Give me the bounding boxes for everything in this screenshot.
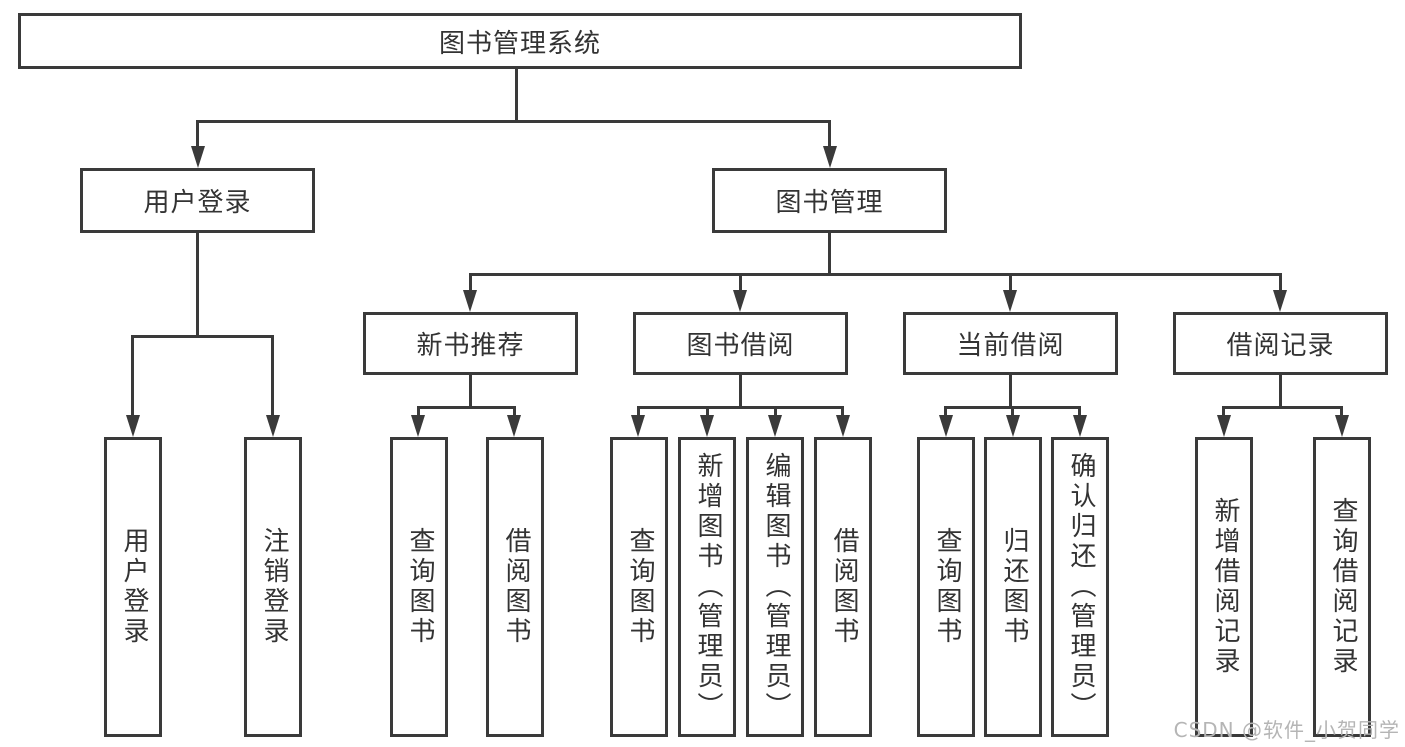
- connector-line: [1009, 273, 1012, 293]
- leaf-current-confirm-return-admin: 确认归还（管理员）: [1051, 437, 1109, 737]
- arrowhead-down: [1003, 290, 1017, 312]
- connector-line: [637, 406, 640, 418]
- leaf-records-add-record: 新增借阅记录: [1195, 437, 1253, 737]
- connector-line: [828, 120, 831, 150]
- connector-line: [1340, 406, 1343, 418]
- node-label: 图书借阅: [686, 331, 795, 361]
- connector-line: [637, 406, 844, 409]
- connector-line: [774, 406, 777, 418]
- node-label: 当前借阅: [956, 331, 1065, 361]
- node-label: 图书管理: [775, 188, 884, 218]
- node-book-management: 图书管理: [712, 168, 947, 233]
- leaf-label: 借阅图书: [500, 527, 531, 647]
- arrowhead-down: [266, 415, 280, 437]
- arrowhead-down: [411, 415, 425, 437]
- arrowhead-down: [1006, 415, 1020, 437]
- arrowhead-down: [1335, 415, 1349, 437]
- connector-line: [513, 406, 516, 418]
- connector-line: [196, 233, 199, 335]
- node-book-borrow: 图书借阅: [633, 312, 848, 375]
- arrowhead-down: [463, 290, 477, 312]
- connector-line: [1078, 406, 1081, 418]
- leaf-recommend-borrow-book: 借阅图书: [486, 437, 544, 737]
- connector-line: [828, 233, 831, 273]
- leaf-label: 编辑图书（管理员）: [760, 452, 791, 722]
- leaf-borrow-add-book-admin: 新增图书（管理员）: [678, 437, 736, 737]
- connector-line: [1279, 273, 1282, 293]
- connector-line: [1222, 406, 1343, 409]
- arrowhead-down: [191, 146, 205, 168]
- connector-line: [1279, 375, 1282, 406]
- leaf-label: 确认归还（管理员）: [1065, 452, 1096, 722]
- connector-line: [739, 273, 742, 293]
- leaf-borrow-query-book: 查询图书: [610, 437, 668, 737]
- leaf-borrow-edit-book-admin: 编辑图书（管理员）: [746, 437, 804, 737]
- node-user-login: 用户登录: [80, 168, 315, 233]
- node-borrow-records: 借阅记录: [1173, 312, 1388, 375]
- node-label: 新书推荐: [416, 331, 525, 361]
- connector-line: [131, 335, 134, 417]
- arrowhead-down: [1273, 290, 1287, 312]
- leaf-logout-login: 注销登录: [244, 437, 302, 737]
- leaf-label: 查询借阅记录: [1327, 497, 1358, 677]
- connector-line: [944, 406, 947, 418]
- connector-line: [417, 406, 516, 409]
- node-label: 用户登录: [143, 188, 252, 218]
- leaf-recommend-query-book: 查询图书: [390, 437, 448, 737]
- leaf-label: 查询图书: [931, 527, 962, 647]
- connector-line: [469, 375, 472, 406]
- connector-line: [271, 335, 274, 417]
- arrowhead-down: [823, 146, 837, 168]
- leaf-label: 用户登录: [118, 527, 149, 647]
- node-label: 图书管理系统: [438, 28, 601, 59]
- connector-line: [196, 120, 199, 150]
- connector-line: [1011, 406, 1014, 418]
- connector-line: [1009, 375, 1012, 406]
- arrowhead-down: [631, 415, 645, 437]
- arrowhead-down: [1217, 415, 1231, 437]
- leaf-label: 注销登录: [258, 527, 289, 647]
- node-label: 借阅记录: [1226, 331, 1335, 361]
- connector-line: [196, 120, 831, 123]
- csdn-watermark: CSDN @软件_小贺同学: [1173, 718, 1400, 742]
- arrowhead-down: [700, 415, 714, 437]
- connector-line: [131, 335, 274, 338]
- arrowhead-down: [507, 415, 521, 437]
- connector-line: [469, 273, 1282, 276]
- node-library-management-system: 图书管理系统: [18, 13, 1022, 69]
- leaf-label: 新增图书（管理员）: [692, 452, 723, 722]
- connector-line: [469, 273, 472, 293]
- leaf-borrow-borrow-book: 借阅图书: [814, 437, 872, 737]
- leaf-current-query-book: 查询图书: [917, 437, 975, 737]
- connector-line: [739, 375, 742, 406]
- leaf-label: 借阅图书: [828, 527, 859, 647]
- connector-line: [706, 406, 709, 418]
- node-new-book-recommend: 新书推荐: [363, 312, 578, 375]
- leaf-current-return-book: 归还图书: [984, 437, 1042, 737]
- leaf-user-login: 用户登录: [104, 437, 162, 737]
- connector-line: [515, 69, 518, 120]
- arrowhead-down: [836, 415, 850, 437]
- leaf-label: 查询图书: [404, 527, 435, 647]
- connector-line: [841, 406, 844, 418]
- node-current-borrow: 当前借阅: [903, 312, 1118, 375]
- connector-line: [1222, 406, 1225, 418]
- arrowhead-down: [1073, 415, 1087, 437]
- arrowhead-down: [126, 415, 140, 437]
- leaf-label: 新增借阅记录: [1209, 497, 1240, 677]
- leaf-label: 查询图书: [624, 527, 655, 647]
- arrowhead-down: [768, 415, 782, 437]
- connector-line: [417, 406, 420, 418]
- arrowhead-down: [939, 415, 953, 437]
- arrowhead-down: [733, 290, 747, 312]
- leaf-records-query-record: 查询借阅记录: [1313, 437, 1371, 737]
- leaf-label: 归还图书: [998, 527, 1029, 647]
